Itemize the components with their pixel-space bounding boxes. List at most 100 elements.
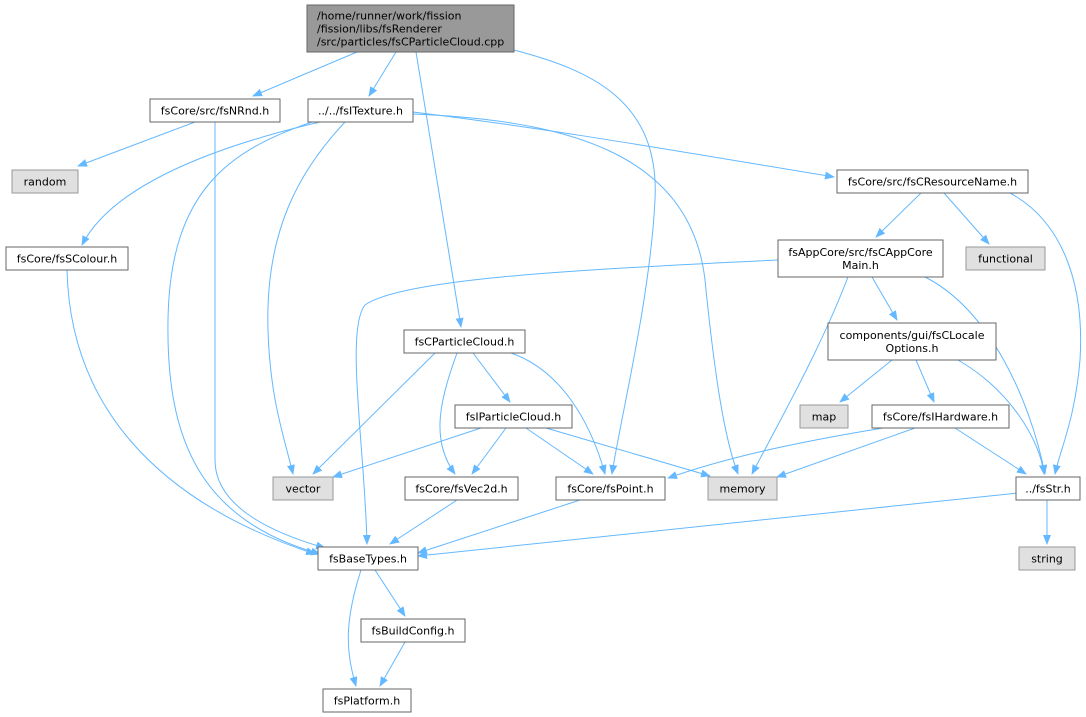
edge-locale-to-str bbox=[957, 359, 1047, 475]
edge-scolour-to-basetypes bbox=[66, 269, 316, 555]
node-label: string bbox=[1031, 553, 1063, 566]
node-box bbox=[799, 404, 849, 429]
node-box bbox=[555, 476, 666, 501]
node-buildconfig[interactable]: fsBuildConfig.h bbox=[360, 618, 466, 643]
edge-ipcloud-to-vector bbox=[332, 427, 482, 478]
node-box bbox=[404, 476, 519, 501]
node-scolour[interactable]: fsCore/fsSColour.h bbox=[5, 246, 129, 271]
node-box bbox=[403, 329, 526, 354]
node-label: functional bbox=[978, 253, 1033, 266]
node-itexture[interactable]: ../../fsITexture.h bbox=[307, 98, 414, 123]
edge-pcloudh-to-point bbox=[510, 352, 607, 475]
node-label: memory bbox=[720, 483, 766, 496]
edge-itexture-to-basetypes bbox=[167, 121, 321, 556]
edge-pcloudh-to-vec2d bbox=[439, 352, 458, 475]
edge-appcore-to-memory bbox=[751, 276, 849, 475]
node-label: vector bbox=[286, 483, 321, 496]
node-label: /home/runner/work/fission bbox=[317, 10, 462, 23]
node-ipcloud[interactable]: fsIParticleCloud.h bbox=[454, 404, 573, 429]
edge-ihardware-to-memory bbox=[776, 427, 916, 478]
edge-pcloudh-to-ipcloud bbox=[472, 352, 511, 403]
edge-resname-to-str bbox=[1009, 192, 1082, 475]
edge-vec2d-to-basetypes bbox=[389, 499, 458, 545]
node-label: fsAppCore/src/fsCAppCore bbox=[788, 246, 932, 259]
node-box bbox=[5, 246, 129, 271]
node-point[interactable]: fsCore/fsPoint.h bbox=[555, 476, 666, 501]
edge-ihardware-to-str bbox=[954, 427, 1027, 475]
node-label: fsCore/fsIHardware.h bbox=[883, 411, 998, 424]
node-str[interactable]: ../fsStr.h bbox=[1015, 476, 1081, 501]
edge-ihardware-to-point bbox=[667, 427, 884, 479]
node-box bbox=[360, 618, 466, 643]
node-label: fsIParticleCloud.h bbox=[466, 411, 561, 424]
node-box bbox=[836, 169, 1029, 194]
node-pcloudh[interactable]: fsCParticleCloud.h bbox=[403, 329, 526, 354]
node-vector: vector bbox=[272, 476, 334, 501]
edge-basetypes-to-buildconfig bbox=[374, 569, 406, 617]
edge-root-to-pcloudh bbox=[415, 51, 464, 328]
node-label: Options.h bbox=[886, 342, 939, 355]
node-label: fsCore/fsSColour.h bbox=[17, 253, 118, 266]
node-box bbox=[1015, 476, 1081, 501]
node-label: fsCore/src/fsNRnd.h bbox=[161, 105, 269, 118]
node-label: fsBaseTypes.h bbox=[329, 553, 407, 566]
edge-root-to-nrnd bbox=[252, 51, 358, 97]
edge-appcore-to-str bbox=[924, 276, 1048, 475]
node-box bbox=[965, 246, 1046, 271]
node-label: random bbox=[24, 176, 67, 189]
node-label: fsCParticleCloud.h bbox=[415, 336, 515, 349]
edge-itexture-to-memory bbox=[412, 113, 739, 475]
node-box bbox=[322, 688, 412, 713]
node-random: random bbox=[11, 169, 79, 194]
node-box bbox=[454, 404, 573, 429]
edge-pcloudh-to-vector bbox=[312, 352, 436, 475]
node-box bbox=[306, 4, 515, 53]
edge-appcore-to-locale bbox=[871, 276, 898, 321]
node-resname[interactable]: fsCore/src/fsCResourceName.h bbox=[836, 169, 1029, 194]
node-box bbox=[777, 239, 944, 278]
node-string: string bbox=[1018, 546, 1076, 571]
node-box bbox=[11, 169, 79, 194]
edges-layer bbox=[66, 49, 1082, 687]
node-box bbox=[272, 476, 334, 501]
node-label: fsPlatform.h bbox=[334, 695, 400, 708]
node-label: fsCore/fsVec2d.h bbox=[415, 483, 507, 496]
edge-ipcloud-to-point bbox=[525, 427, 594, 475]
node-root[interactable]: /home/runner/work/fission/fission/libs/f… bbox=[306, 4, 515, 53]
node-ihardware[interactable]: fsCore/fsIHardware.h bbox=[871, 404, 1010, 429]
edge-itexture-to-scolour bbox=[81, 121, 321, 246]
node-platform[interactable]: fsPlatform.h bbox=[322, 688, 412, 713]
edge-ipcloud-to-vec2d bbox=[471, 427, 507, 475]
edge-ipcloud-to-memory bbox=[545, 427, 711, 478]
node-label: ../../fsITexture.h bbox=[318, 105, 403, 118]
edge-appcore-to-basetypes bbox=[355, 259, 779, 545]
node-label: Main.h bbox=[842, 259, 879, 272]
node-nrnd[interactable]: fsCore/src/fsNRnd.h bbox=[149, 98, 281, 123]
edge-root-to-point bbox=[513, 49, 656, 475]
node-box bbox=[827, 322, 997, 361]
edge-nrnd-to-basetypes bbox=[214, 122, 326, 550]
node-box bbox=[707, 476, 778, 501]
node-basetypes[interactable]: fsBaseTypes.h bbox=[317, 546, 419, 571]
edge-itexture-to-resname bbox=[412, 111, 835, 180]
node-box bbox=[317, 546, 419, 571]
node-box bbox=[307, 98, 414, 123]
node-label: /src/particles/fsCParticleCloud.cpp bbox=[317, 36, 504, 49]
node-label: components/gui/fsCLocale bbox=[840, 329, 985, 342]
node-map: map bbox=[799, 404, 849, 429]
edge-locale-to-ihardware bbox=[915, 359, 935, 403]
node-functional: functional bbox=[965, 246, 1046, 271]
edge-point-to-basetypes bbox=[417, 499, 581, 555]
edge-resname-to-functional bbox=[943, 192, 990, 245]
edge-buildconfig-to-platform bbox=[379, 641, 406, 687]
edge-root-to-itexture bbox=[368, 51, 397, 97]
node-box bbox=[1018, 546, 1076, 571]
node-label: map bbox=[812, 411, 836, 424]
node-vec2d[interactable]: fsCore/fsVec2d.h bbox=[404, 476, 519, 501]
node-label: fsCore/fsPoint.h bbox=[567, 483, 653, 496]
edge-locale-to-map bbox=[839, 359, 893, 403]
nodes-layer: /home/runner/work/fission/fission/libs/f… bbox=[5, 4, 1081, 713]
